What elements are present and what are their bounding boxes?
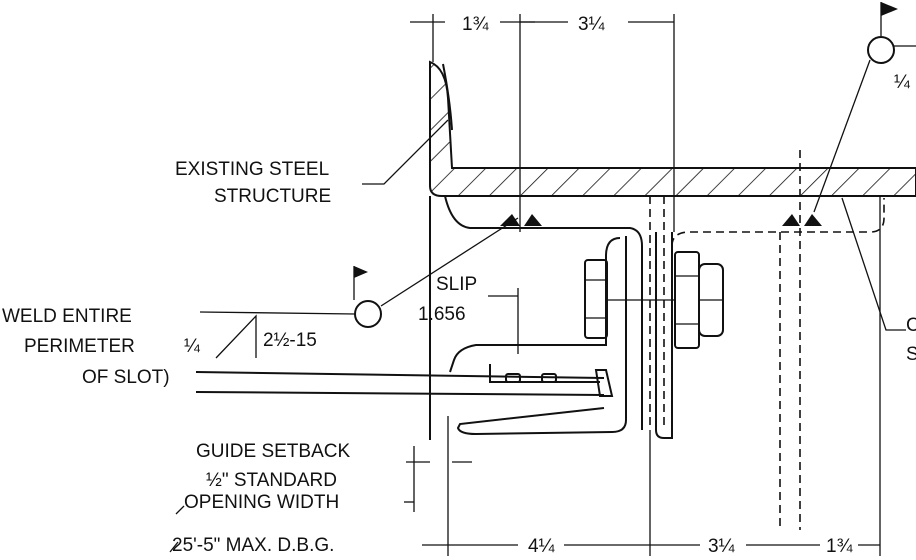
bottom-dimension-group: GUIDE SETBACK ½" STANDARD OPENING WIDTH … <box>169 196 881 557</box>
existing-steel-structure <box>429 60 916 197</box>
right-cut-label-2: S <box>906 344 916 365</box>
top-dimension-group: 1¾ 3¼ <box>410 14 675 232</box>
hidden-lines <box>649 150 885 530</box>
top-dimension-left: 1¾ <box>462 14 490 35</box>
slip-label: SLIP <box>436 274 477 295</box>
weld-label-line3: OF SLOT) <box>82 367 170 388</box>
max-dbg-label: 25'-5" MAX. D.B.G. <box>172 535 334 556</box>
bottom-dimension-a: 4¼ <box>528 536 556 557</box>
bottom-dimension-c: 1¾ <box>826 536 854 557</box>
slip-value: 1.656 <box>418 304 466 325</box>
existing-steel-label-line2: STRUCTURE <box>214 186 331 207</box>
weld-label-line2: PERIMETER <box>24 336 135 357</box>
weld-spec-label: 2½-15 <box>263 330 317 351</box>
guide-bracket <box>429 195 673 440</box>
weld-symbol-callout: WELD ENTIRE PERIMETER OF SLOT) ¼ 2½-15 <box>2 217 519 388</box>
slip-callout: SLIP 1.656 <box>418 274 519 354</box>
slot-welds <box>500 214 822 226</box>
existing-steel-callout: EXISTING STEEL STRUCTURE <box>175 119 449 207</box>
right-cut-label-1: C <box>906 315 916 336</box>
guide-setback-label: GUIDE SETBACK <box>196 441 350 462</box>
existing-steel-label-line1: EXISTING STEEL <box>175 159 329 180</box>
door-panel-lines <box>195 364 614 397</box>
bottom-dimension-b: 3¼ <box>708 536 736 557</box>
opening-width-label: OPENING WIDTH <box>184 492 339 513</box>
standard-label: ½" STANDARD <box>206 470 337 491</box>
top-dimension-mid: 3¼ <box>578 14 606 35</box>
weld-label-line1: WELD ENTIRE <box>2 306 132 327</box>
right-weld-size: ¼ <box>894 72 911 93</box>
weld-size-label: ¼ <box>184 336 201 357</box>
right-weld-callout: ¼ C S <box>813 2 916 365</box>
